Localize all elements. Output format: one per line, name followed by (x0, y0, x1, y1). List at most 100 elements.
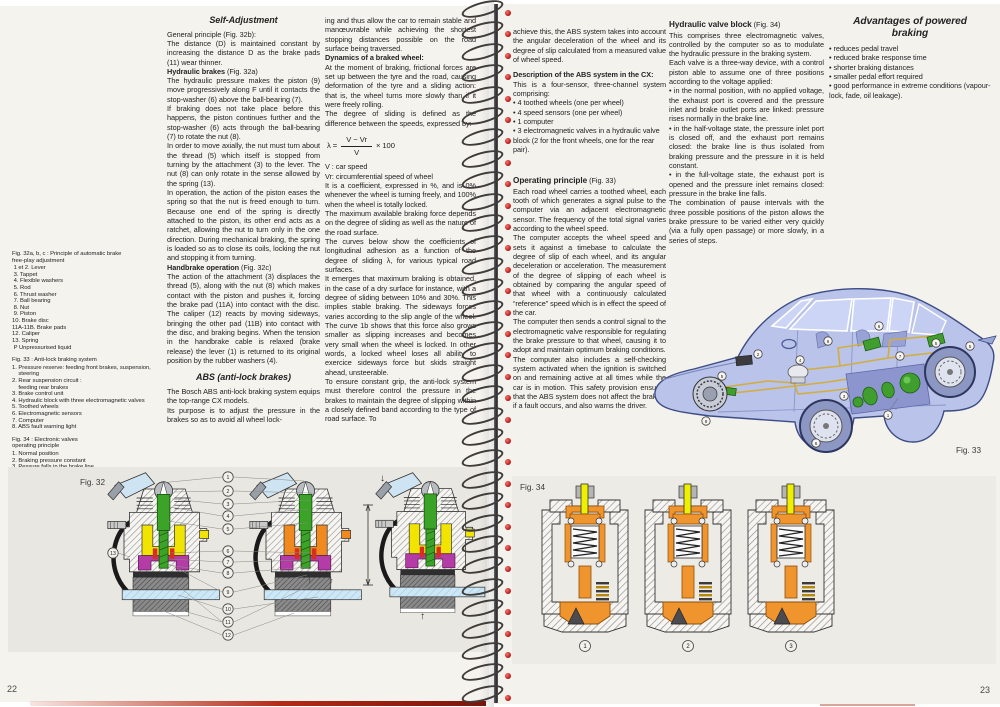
paragraph: In operation, the action of the piston e… (167, 188, 320, 263)
spiral-bead (505, 10, 511, 16)
fig32-caption-list: 1 et 2. Lever 3. Tappet 4. Flexible wash… (12, 265, 72, 351)
advantages-list: • reduces pedal travel • reduced brake r… (829, 44, 991, 100)
right-column-2: Hydraulic valve block (Fig. 34) This com… (669, 20, 824, 245)
callout-2: 2 (757, 352, 760, 357)
figure-captions-column: Fig. 32a, b, c : Principle of automatic … (12, 251, 162, 477)
fig33-caption-list: 1. Pressure reserve: feeding front brake… (12, 364, 151, 431)
arrow-up-icon: ↑ (420, 611, 425, 622)
abs-components-list: • 4 toothed wheels (one per wheel) • 4 s… (513, 98, 660, 154)
callout-6: 6 (815, 441, 818, 446)
dynamics-heading: Dynamics of a braked wheel: (325, 53, 424, 63)
fig33-car-illustration: 2 4 5 8 6 6 7 1 5 3 6 5 (648, 284, 1000, 456)
spiral-bead (505, 566, 511, 573)
spiral-bead (505, 52, 511, 59)
spiral-bead (505, 224, 511, 230)
bullet-paragraph: • in the normal position, with no applie… (669, 86, 824, 124)
caliper-diagram-a (108, 473, 220, 616)
spiral-bead (505, 545, 511, 551)
paragraph: The action of the attachment (3) displac… (167, 272, 320, 365)
cover-edge-strip (30, 701, 486, 706)
spiral-bead (505, 117, 511, 123)
callout-1: 1 (887, 413, 890, 418)
spiral-bead (505, 309, 511, 316)
paragraph: Its purpose is to adjust the pressure in… (167, 405, 320, 424)
fig32-leader-lines (117, 476, 319, 636)
arrow-up-icon: ↑ (330, 578, 334, 585)
spiral-bead (505, 288, 511, 295)
heading-figref: (Fig. 32c) (239, 262, 272, 272)
callout-1: 1 (227, 475, 230, 481)
position-3-label: 3 (789, 644, 793, 650)
paragraph: Handbrake operation (Fig. 32c) (167, 263, 320, 272)
callout-5: 5 (721, 374, 724, 379)
fig33-callouts: 2 4 5 8 6 6 7 1 5 3 6 5 (701, 321, 975, 448)
car-windows (770, 297, 947, 336)
paragraph: If braking does not take place before th… (167, 104, 320, 142)
arrow-down-icon: ↓ (380, 473, 385, 484)
valve-diagram-1 (541, 483, 629, 633)
callout-3: 3 (227, 502, 230, 508)
callout-4: 4 (227, 514, 230, 520)
paragraph: It emerges that maximum braking is obtai… (325, 274, 476, 377)
spiral-bead (505, 74, 511, 81)
spiral-bead (505, 266, 511, 273)
callout-13: 13 (110, 551, 116, 557)
spiral-bead (505, 630, 511, 637)
spiral-bead (505, 694, 511, 701)
heading-figref: (Fig. 32a) (225, 66, 258, 76)
paragraph: Operating principle (Fig. 33) (513, 176, 666, 187)
paragraph: This is a four-sensor, three-channel sys… (513, 79, 666, 98)
callout-3: 3 (843, 394, 846, 399)
spiral-bead (505, 395, 511, 402)
paragraph: The distance (D) is maintained constant … (167, 38, 320, 67)
fig33-caption-title: Fig. 33 : Anti-lock braking system (12, 357, 97, 364)
paragraph: To ensure constant grip, the anti-lock s… (325, 376, 476, 424)
cover-edge-strip-right (820, 704, 915, 706)
paragraph: Each road wheel carries a toothed wheel,… (513, 186, 666, 234)
callout-8: 8 (227, 571, 230, 577)
paragraph: This comprises three electromagnetic val… (669, 30, 824, 59)
fig32-label: Fig. 32 (80, 478, 106, 487)
callout-11: 11 (225, 620, 230, 626)
fig33-label: Fig. 33 (956, 446, 982, 455)
formula-numerator: V − Vr (341, 135, 372, 147)
binding-shadow (480, 0, 494, 707)
formula-fraction: V − Vr V (341, 135, 372, 157)
paragraph: The curves below show the coefficients o… (325, 237, 476, 274)
spiral-bead (505, 587, 511, 594)
paragraph: Hydraulic valve block (Fig. 34) (669, 20, 824, 31)
paragraph: Description of the ABS system in the CX: (513, 70, 666, 79)
fig32-caption-title: Fig. 32a, b, c : Principle of automatic … (12, 251, 122, 264)
abs-description-heading: Description of the ABS system in the CX: (513, 70, 654, 80)
paragraph: The Bosch ABS anti-lock braking system e… (167, 386, 320, 406)
spiral-bead (505, 245, 511, 252)
spiral-bead (505, 502, 511, 509)
spiral-bead (505, 609, 511, 616)
spiral-bead (505, 352, 511, 359)
spiral-bead (505, 523, 511, 530)
fig34-position-labels: 1 2 3 (579, 640, 797, 652)
page-number-right: 23 (980, 685, 991, 695)
spiral-bead (505, 31, 511, 38)
paragraph: The computer accepts the wheel speed and… (513, 233, 666, 318)
callout-2: 2 (227, 489, 230, 495)
callout-6: 6 (878, 324, 881, 329)
page-number-left: 22 (7, 684, 18, 694)
formula-legend: V : car speed Vr: circumferential speed … (325, 162, 433, 181)
callout-8: 8 (705, 419, 708, 424)
spiral-bead (505, 181, 511, 188)
abs-heading: ABS (anti-lock brakes) (196, 372, 291, 383)
paragraph: In order to move axially, the nut must t… (167, 141, 320, 188)
pump-assembly (735, 354, 809, 384)
paragraph: The maximum available braking force depe… (325, 209, 476, 237)
car-cutaway-svg: 2 4 5 8 6 6 7 1 5 3 6 5 (654, 288, 997, 453)
heading-figref: (Fig. 33) (587, 176, 616, 186)
valve-diagram-3 (747, 483, 835, 633)
spiral-bead (505, 673, 511, 680)
right-column-3: Advantages of powered braking • reduces … (829, 16, 991, 100)
paragraph: The computer then sends a control signal… (513, 317, 666, 355)
hydraulic-valve-block-heading: Hydraulic valve block (669, 20, 752, 29)
paragraph: Hydraulic brakes (Fig. 32a) (167, 67, 320, 76)
position-2-label: 2 (686, 644, 690, 650)
fig32-panel: ↓ ↑ ↑ ↑ 1 2 3 (8, 467, 487, 652)
